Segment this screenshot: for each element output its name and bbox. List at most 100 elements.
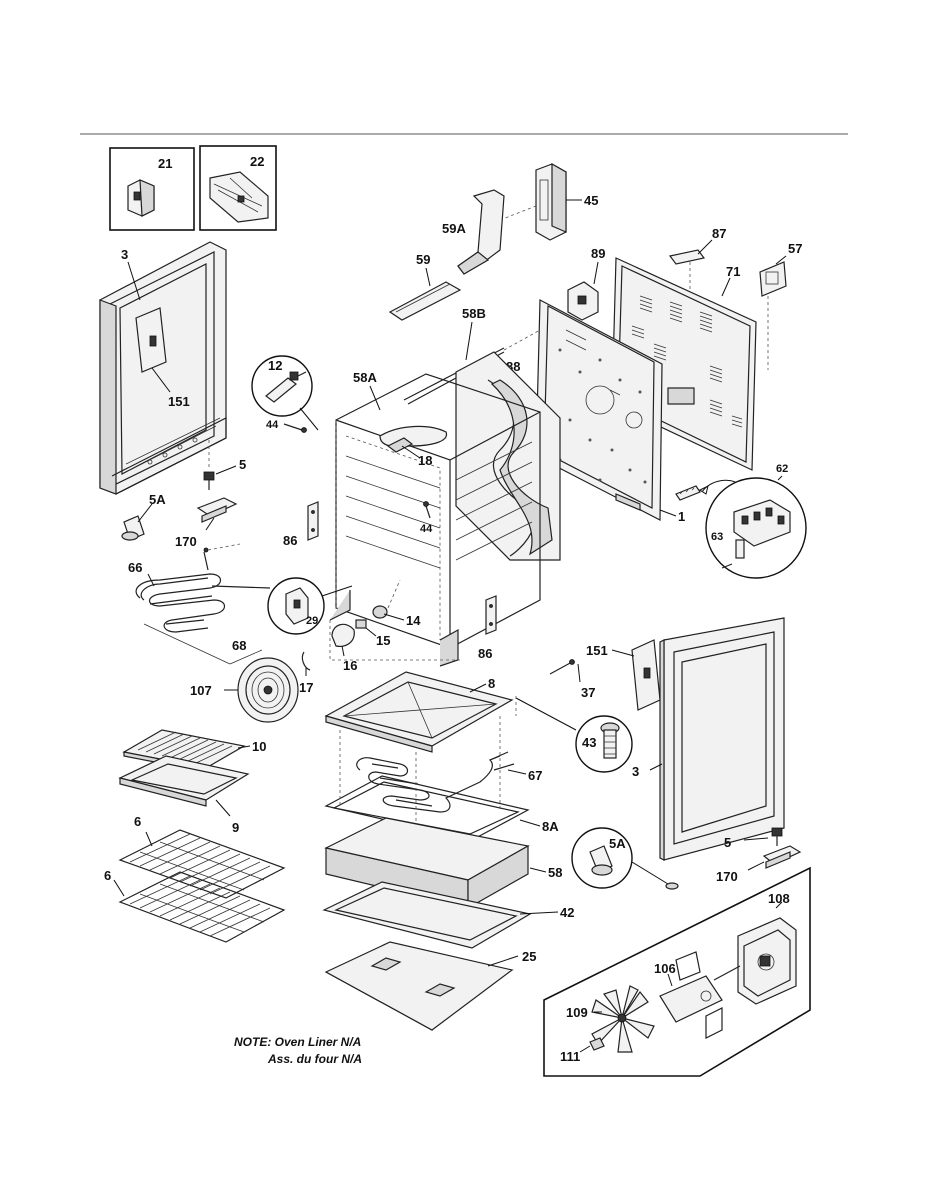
bake-element-66 xyxy=(135,543,271,633)
heat-shield-68-line xyxy=(143,623,231,665)
part-label: 108 xyxy=(768,891,790,906)
part-label: 3 xyxy=(632,764,639,779)
screw-43 xyxy=(600,722,620,759)
part-label: 107 xyxy=(190,683,212,698)
terminal-block xyxy=(675,485,701,501)
vent-duct-59a xyxy=(457,189,505,275)
part-label: 87 xyxy=(712,226,726,241)
part-label: 58B xyxy=(462,306,486,321)
fan-cover-107 xyxy=(237,657,299,723)
note-line-2: Ass. du four N/A xyxy=(267,1052,362,1066)
hidden-element-67 xyxy=(356,751,515,813)
fan-blade-109 xyxy=(591,985,655,1053)
lamp-15 xyxy=(355,619,367,629)
part-label: 9 xyxy=(232,820,239,835)
right-door-drawing xyxy=(659,617,785,861)
part-label: 68 xyxy=(232,638,246,653)
fan-bracket-108 xyxy=(713,917,797,1005)
part-label: 58A xyxy=(353,370,377,385)
clip-17 xyxy=(301,651,311,671)
hinge-5a-right xyxy=(589,845,613,876)
sensor-18 xyxy=(386,437,414,453)
part-21-drawing xyxy=(127,179,155,217)
part-label: 14 xyxy=(406,613,421,628)
part-label: 89 xyxy=(591,246,605,261)
part-label: 43 xyxy=(582,735,596,750)
oven-bottom-8 xyxy=(324,671,514,753)
vent-duct-45 xyxy=(535,162,567,241)
part-label: 71 xyxy=(726,264,740,279)
clip-63 xyxy=(721,539,745,569)
nut-111 xyxy=(589,1037,605,1051)
inset-box-21 xyxy=(109,147,195,231)
bracket-89 xyxy=(567,281,599,321)
hinge-bracket-151-left xyxy=(135,307,167,373)
part-label: 58 xyxy=(548,865,562,880)
part-label: 109 xyxy=(566,1005,588,1020)
thermostat-12 xyxy=(265,371,307,403)
screw-5-left xyxy=(203,440,215,490)
part-label: 8 xyxy=(488,676,495,691)
insulation-58b xyxy=(455,351,561,561)
floor-panel-25 xyxy=(324,941,514,1031)
rack-guide-86-left xyxy=(307,501,319,541)
part-label: 151 xyxy=(586,643,608,658)
hinge-receiver-170-right xyxy=(762,845,802,869)
part-label: 5 xyxy=(239,457,246,472)
part-label: 6 xyxy=(134,814,141,829)
part-label: 86 xyxy=(478,646,492,661)
part-label: 5 xyxy=(724,835,731,850)
part-label: 37 xyxy=(581,685,595,700)
part-label: 57 xyxy=(788,241,802,256)
hinge-5a-left xyxy=(121,515,145,541)
left-door-drawing xyxy=(99,241,227,495)
cover-57 xyxy=(759,261,787,297)
screw-37 xyxy=(549,659,575,675)
hinge-5a-small xyxy=(665,882,679,890)
screw-5-right xyxy=(771,827,783,846)
part-label: 86 xyxy=(283,533,297,548)
part-label: 6 xyxy=(104,868,111,883)
hinge-receiver-170-left xyxy=(196,497,238,523)
part-label: 18 xyxy=(418,453,432,468)
part-label: 63 xyxy=(711,531,723,543)
part-22-drawing xyxy=(209,171,269,223)
part-label: 1 xyxy=(678,509,685,524)
part-label: 45 xyxy=(584,193,598,208)
part-label: 5A xyxy=(149,492,166,507)
oven-rack-6-bottom xyxy=(118,871,286,943)
part-label: 21 xyxy=(158,156,172,171)
rack-guide-86-right xyxy=(485,595,497,635)
note-line-1: NOTE: Oven Liner N/A xyxy=(234,1035,361,1049)
part-label: 44 xyxy=(266,419,279,431)
screw-44-b xyxy=(423,501,431,519)
part-label: 5A xyxy=(609,836,626,851)
inset-box-fan xyxy=(543,866,811,1077)
part-label: 67 xyxy=(528,768,542,783)
part-label: 170 xyxy=(716,869,738,884)
vent-trim-59 xyxy=(388,281,462,321)
part-label: 22 xyxy=(250,154,264,169)
broiler-pan-9 xyxy=(118,755,250,807)
light-socket-29 xyxy=(285,587,309,625)
part-label: 8A xyxy=(542,819,559,834)
part-label: 3 xyxy=(121,247,128,262)
lamp-cover-16 xyxy=(331,623,355,647)
part-label: 62 xyxy=(776,463,788,475)
screw-44-a xyxy=(283,423,307,433)
part-label: 42 xyxy=(560,905,574,920)
part-label: 151 xyxy=(168,394,190,409)
part-label: 25 xyxy=(522,949,536,964)
part-label: 16 xyxy=(343,658,357,673)
part-label: 59 xyxy=(416,252,430,267)
inset-box-22 xyxy=(199,145,277,231)
oven-rack-6-top xyxy=(118,829,286,899)
part-label: 17 xyxy=(299,680,313,695)
part-label: 111 xyxy=(560,1049,580,1064)
terminal-block-62 xyxy=(733,499,791,547)
part-label: 10 xyxy=(252,739,266,754)
hinge-bracket-151-right xyxy=(631,639,661,711)
part-label: 106 xyxy=(654,961,676,976)
part-label: 15 xyxy=(376,633,390,648)
